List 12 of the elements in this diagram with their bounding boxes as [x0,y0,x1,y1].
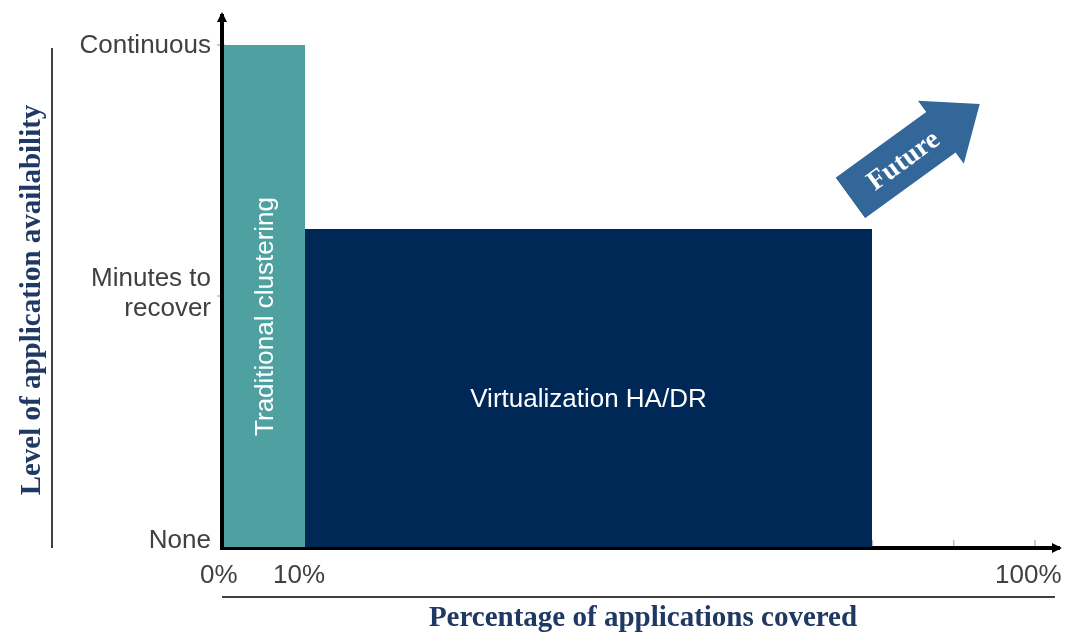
tick-label: 0% [200,560,238,590]
bar-area [224,45,305,547]
tick-label: None [148,525,211,555]
tick-label: 10% [273,560,326,590]
tick-label: Continuous [79,30,211,60]
tick-label: 100% [995,560,1062,590]
area-label: Virtualization HA/DR [470,382,707,414]
tick-label: Minutes to recover [90,263,211,323]
area-label: Traditional clustering [249,196,280,436]
axis-title: Percentage of applications covered [428,600,858,633]
bar-area [305,229,872,547]
axis-title: Level of application availability [13,104,47,496]
